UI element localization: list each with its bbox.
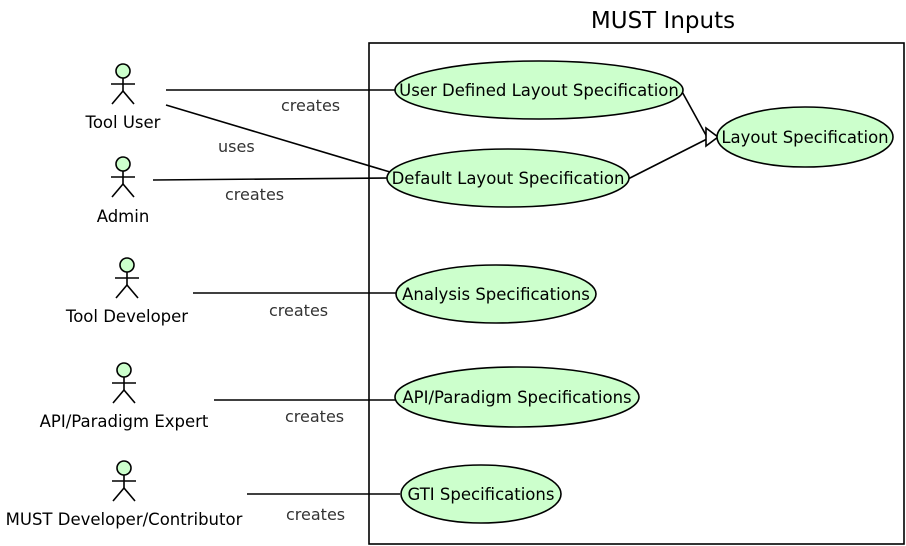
stick-figure-icon <box>112 362 136 404</box>
relation-label: creates <box>281 96 340 115</box>
actor-name: API/Paradigm Expert <box>40 412 209 431</box>
actor-api-paradigm-expert[interactable]: API/Paradigm Expert <box>40 362 209 431</box>
use-case-label: Layout Specification <box>721 128 888 147</box>
actor-must-developer-contributor[interactable]: MUST Developer/Contributor <box>6 460 243 529</box>
use-case-layout-specification[interactable]: Layout Specification <box>716 106 894 168</box>
use-case-label: User Defined Layout Specification <box>399 81 679 100</box>
generalization-line <box>625 138 708 181</box>
relation-label: creates <box>285 407 344 426</box>
stick-figure-icon <box>115 257 139 299</box>
use-case-default-layout[interactable]: Default Layout Specification <box>386 148 630 208</box>
use-case-analysis-specifications[interactable]: Analysis Specifications <box>395 264 597 324</box>
system-title: MUST Inputs <box>591 8 735 34</box>
relation-label: creates <box>286 505 345 524</box>
use-case-user-defined-layout[interactable]: User Defined Layout Specification <box>394 60 684 120</box>
association-line <box>152 177 389 181</box>
generalization-arrowhead <box>705 126 720 148</box>
use-case-api-paradigm-specifications[interactable]: API/Paradigm Specifications <box>394 366 640 428</box>
actor-name: Admin <box>97 207 150 226</box>
actor-name: MUST Developer/Contributor <box>6 510 243 529</box>
actor-tool-developer[interactable]: Tool Developer <box>65 257 188 326</box>
use-case-gti-specifications[interactable]: GTI Specifications <box>400 464 562 524</box>
stick-figure-icon <box>111 63 135 105</box>
use-case-label: GTI Specifications <box>408 485 555 504</box>
relation-label: creates <box>225 185 284 204</box>
relation-label: creates <box>269 301 328 320</box>
stick-figure-icon <box>112 460 136 502</box>
actor-admin[interactable]: Admin <box>97 156 150 226</box>
relation-label: uses <box>218 137 255 156</box>
generalization-line <box>679 87 708 138</box>
association-line <box>165 104 391 173</box>
use-case-label: Analysis Specifications <box>402 285 590 304</box>
actor-tool-user[interactable]: Tool User <box>85 63 161 132</box>
stick-figure-icon <box>111 156 135 198</box>
use-case-label: API/Paradigm Specifications <box>402 388 631 407</box>
use-case-label: Default Layout Specification <box>392 169 625 188</box>
actor-name: Tool User <box>85 113 161 132</box>
actor-name: Tool Developer <box>65 307 188 326</box>
